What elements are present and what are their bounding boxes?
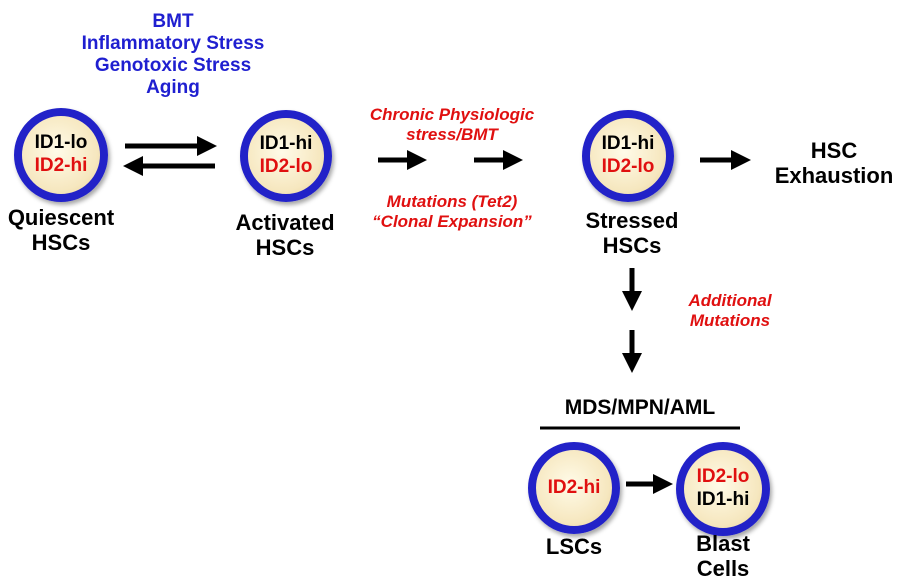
stressor-genotoxic: Genotoxic Stress (94, 54, 252, 76)
disease-header: MDS/MPN/AML (564, 396, 716, 419)
chronic-stress-annotation: Chronic Physiologic stress/BMT (369, 105, 535, 144)
blast-marker-id1: ID1-hi (696, 489, 750, 510)
mutations-annotation: Mutations (Tet2) “Clonal Expansion” (372, 192, 532, 231)
quiescent-marker-id1: ID1-lo (34, 132, 88, 154)
blast-cell: ID2-lo ID1-hi (676, 442, 770, 536)
stressed-hsc-cell: ID1-hi ID2-lo (582, 110, 674, 202)
quiescent-label: Quiescent HSCs (7, 205, 115, 256)
stressed-marker-id2: ID2-lo (601, 156, 655, 177)
lsc-label: LSCs (545, 534, 603, 559)
activated-label: Activated HSCs (235, 210, 335, 261)
stressor-aging: Aging (146, 76, 200, 98)
quiescent-marker-id2: ID2-hi (34, 155, 88, 176)
activated-hsc-cell: ID1-hi ID2-lo (240, 110, 332, 202)
stressor-inflammatory: Inflammatory Stress (81, 32, 265, 54)
additional-mutations-annotation: Additional Mutations (688, 291, 772, 330)
stressor-list: BMT Inflammatory Stress Genotoxic Stress… (60, 11, 286, 98)
lsc-cell: ID2-hi (528, 442, 620, 534)
activated-marker-id1: ID1-hi (259, 133, 313, 155)
lsc-marker-id2: ID2-hi (547, 476, 601, 498)
activated-marker-id2: ID2-lo (259, 156, 313, 177)
blast-label: Blast Cells (696, 531, 750, 582)
quiescent-hsc-cell: ID1-lo ID2-hi (14, 108, 108, 202)
stressed-label: Stressed HSCs (585, 208, 679, 259)
hsc-exhaustion-label: HSC Exhaustion (774, 138, 894, 189)
blast-marker-id2: ID2-lo (696, 466, 750, 488)
stressed-marker-id1: ID1-hi (601, 133, 655, 155)
stressor-bmt: BMT (152, 11, 194, 32)
